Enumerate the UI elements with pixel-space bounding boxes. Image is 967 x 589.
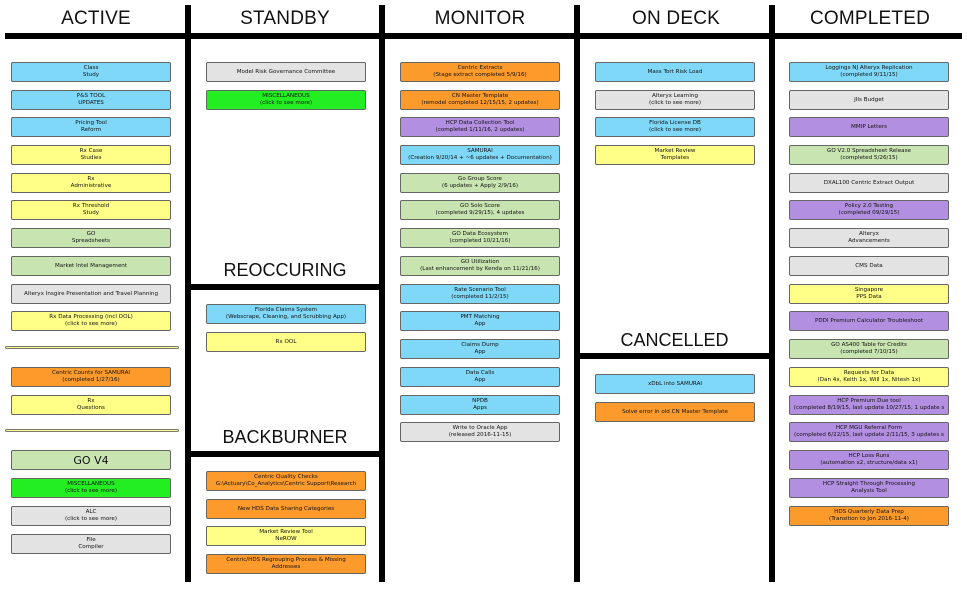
card-cancelled[interactable]: xDbL into SAMURAI [595, 374, 755, 394]
card-completed[interactable]: Requests for Data(Dan 4x, Keith 1x, Will… [789, 367, 949, 387]
card-active[interactable]: Alteryx Insgire Presentation and Travel … [11, 284, 171, 304]
card-completed[interactable]: HCP Premium Due tool(completed 8/19/15, … [789, 395, 949, 415]
card-backburner[interactable]: Centric/HDS Regrouping Process & Missing… [206, 554, 366, 574]
card-cancelled[interactable]: Solve error in old CN Master Template [595, 402, 755, 422]
card-completed[interactable]: JIIs Budget [789, 90, 949, 110]
card-backburner[interactable]: New HDS Data Sharing Categories [206, 499, 366, 519]
card-standby[interactable]: Model Risk Governance Committee [206, 62, 366, 82]
card-active[interactable]: GO V4 [11, 450, 171, 470]
card-completed[interactable]: HCP MGU Referral Form(completed 6/22/15,… [789, 422, 949, 442]
card-monitor[interactable]: Rate Scenario Tool(completed 11/2/15) [400, 284, 560, 304]
card-completed[interactable]: GO V2.0 Spreadsheet Release(completed 5/… [789, 145, 949, 165]
backburner-divider [191, 451, 379, 457]
cancelled-divider [580, 353, 769, 359]
card-reoccuring[interactable]: Florida Claims System(Webscrape, Cleanin… [206, 304, 366, 324]
active-separator [5, 429, 179, 432]
card-monitor[interactable]: HCP Data Collection Tool(completed 1/11/… [400, 117, 560, 137]
header-standby: STANDBY [240, 8, 330, 29]
card-monitor[interactable]: GO Utilization(Last enhancement by Kenda… [400, 256, 560, 276]
card-completed[interactable]: PDDI Premium Calculator Troubleshoot [789, 311, 949, 331]
reoccuring-divider [191, 284, 379, 290]
active-separator [5, 346, 179, 349]
card-completed[interactable]: HDS Quarterly Data Prep(Transition to Jo… [789, 506, 949, 526]
card-on-deck[interactable]: Florida License DB(click to see more) [595, 117, 755, 137]
column-divider-3 [574, 5, 580, 582]
header-cancelled: CANCELLED [620, 330, 729, 350]
card-reoccuring[interactable]: Rx OOL [206, 332, 366, 352]
card-completed[interactable]: GO AS400 Table for Credits(completed 7/1… [789, 339, 949, 359]
card-monitor[interactable]: GO Solo Score(completed 9/29/15), 4 upda… [400, 200, 560, 220]
card-completed[interactable]: CMS Data [789, 256, 949, 276]
column-divider-1 [185, 5, 191, 582]
card-active[interactable]: Centric Counts for SAMURAI(completed 1/2… [11, 367, 171, 387]
card-completed[interactable]: Policy 2.0 Testing(completed 09/29/15) [789, 200, 949, 220]
card-on-deck[interactable]: Alteryx Learning(click to see more) [595, 90, 755, 110]
header-reoccuring: REOCCURING [223, 260, 347, 280]
card-monitor[interactable]: GO Data Ecosystem(completed 10/21/16) [400, 228, 560, 248]
header-divider [5, 33, 962, 39]
card-monitor[interactable]: CN Master Template(remodel completed 12/… [400, 90, 560, 110]
card-active[interactable]: Rx Data Processing (incl OOL)(click to s… [11, 311, 171, 331]
column-divider-4 [769, 5, 775, 582]
card-standby[interactable]: MISCELLANEOUS(click to see more) [206, 90, 366, 110]
card-completed[interactable]: MMIP Letters [789, 117, 949, 137]
header-monitor: MONITOR [434, 8, 526, 29]
header-active: ACTIVE [61, 8, 131, 29]
card-monitor[interactable]: Write to Oracle App(released 2016-11-15) [400, 422, 560, 442]
header-backburner: BACKBURNER [222, 427, 348, 447]
card-active[interactable]: MISCELLANEOUS(click to see more) [11, 478, 171, 498]
card-completed[interactable]: HCP Loss Runs(automation x2, structure/d… [789, 450, 949, 470]
header-completed: COMPLETED [809, 8, 931, 29]
column-divider-2 [379, 5, 385, 582]
card-active[interactable]: ALC(click to see more) [11, 506, 171, 526]
card-active[interactable]: Market Intel Management [11, 256, 171, 276]
card-monitor[interactable]: Go Group Score(6 updates + Apply 2/9/16) [400, 173, 560, 193]
card-monitor[interactable]: Centric Extracts(Stage extract completed… [400, 62, 560, 82]
card-monitor[interactable]: SAMURAI(Creation 9/20/14 + ~6 updates + … [400, 145, 560, 165]
header-on-deck: ON DECK [632, 8, 720, 29]
card-completed[interactable]: Loggings NJ Alteryx Replication(complete… [789, 62, 949, 82]
card-on-deck[interactable]: Mass Tort Risk Load [595, 62, 755, 82]
card-completed[interactable]: DXAL100 Centric Extract Output [789, 173, 949, 193]
